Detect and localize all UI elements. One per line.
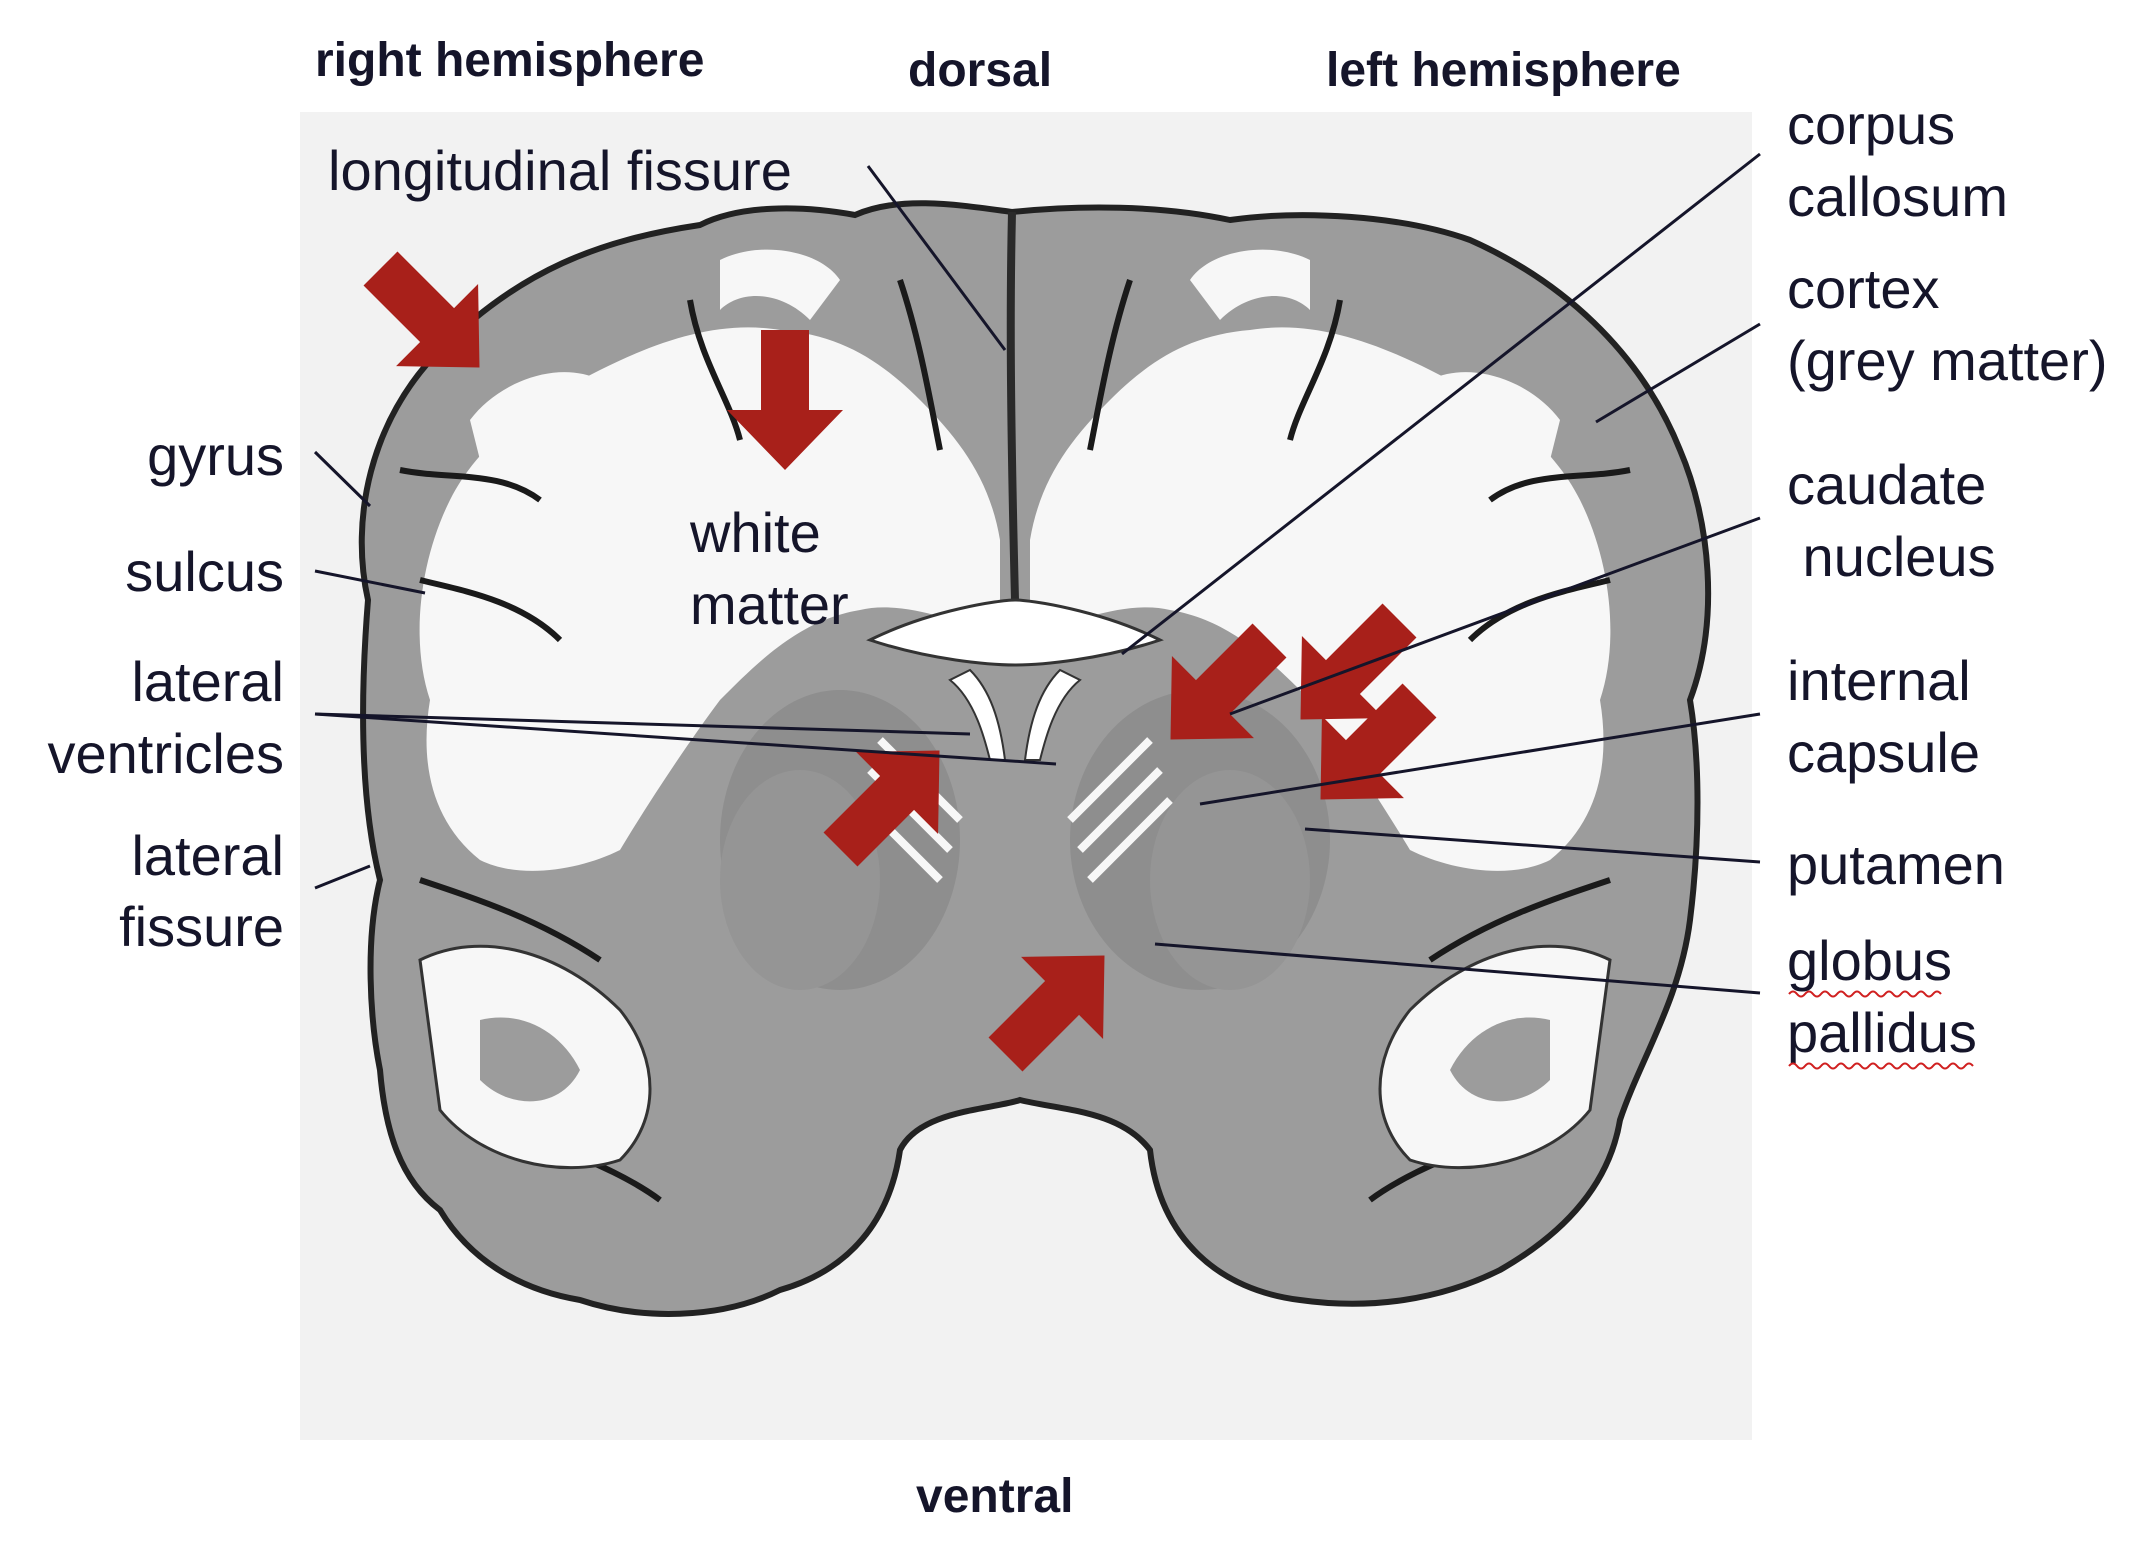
ventricle-left bbox=[1023, 668, 1082, 761]
sulcus-label: sulcus bbox=[125, 540, 284, 603]
leader-internal-capsule bbox=[1199, 712, 1761, 806]
arrow-internal-capsule bbox=[1320, 683, 1437, 800]
leader-longitudinal-fissure bbox=[866, 165, 1007, 351]
leader-lines bbox=[313, 152, 1761, 995]
caudate-nucleus-label-line1: caudate bbox=[1787, 453, 1986, 516]
lateral-fissure-label-line1: lateral bbox=[131, 824, 284, 887]
left-hemisphere-label: left hemisphere bbox=[1326, 44, 1681, 97]
white-matter-right bbox=[419, 327, 1000, 871]
globus-pallidus-label-line1: globus bbox=[1787, 929, 1952, 992]
corpus-callosum-shape bbox=[866, 598, 1164, 667]
white-matter-label-line2: matter bbox=[690, 573, 849, 636]
spellcheck-underline-globus bbox=[1788, 990, 1942, 998]
leader-lateral-fissure bbox=[314, 864, 371, 890]
right-hemisphere-label: right hemisphere bbox=[315, 34, 704, 87]
putamen-label: putamen bbox=[1787, 833, 2005, 896]
leader-lateral-ventricles-a bbox=[314, 712, 971, 736]
leader-putamen bbox=[1304, 827, 1761, 864]
gyrus-label: gyrus bbox=[147, 424, 284, 487]
internal-capsule-label-line2: capsule bbox=[1787, 721, 1980, 784]
fissure-midline bbox=[1006, 211, 1019, 601]
white-matter-label-line1: white bbox=[689, 501, 821, 564]
cortex-label-line2: (grey matter) bbox=[1787, 329, 2108, 392]
arrow-globus-pallidus bbox=[988, 955, 1105, 1072]
leader-sulcus bbox=[314, 569, 426, 595]
dorsal-label: dorsal bbox=[908, 44, 1052, 97]
leader-cortex bbox=[1595, 322, 1761, 424]
leader-caudate-nucleus bbox=[1229, 516, 1761, 716]
internal-capsule-label-line1: internal bbox=[1787, 649, 1971, 712]
globus-pallidus-label-line2: pallidus bbox=[1787, 1001, 1977, 1064]
lateral-fissure-label-line2: fissure bbox=[119, 895, 284, 958]
arrow-lateral-ventricles bbox=[823, 750, 940, 867]
arrow-cortex-topleft bbox=[363, 251, 480, 368]
leader-corpus-callosum bbox=[1121, 152, 1761, 656]
caudate-nucleus-label-line2: nucleus bbox=[1787, 525, 1996, 588]
lateral-ventricles-label-line1: lateral bbox=[131, 650, 284, 713]
arrow-corpus-callosum bbox=[1170, 623, 1287, 740]
arrow-caudate-nucleus bbox=[1300, 603, 1417, 720]
brain-slice bbox=[358, 200, 1712, 1317]
leader-globus-pallidus bbox=[1154, 942, 1761, 995]
spellcheck-underline-pallidus bbox=[1788, 1062, 1974, 1070]
lateral-ventricles-label-line2: ventricles bbox=[47, 722, 284, 785]
white-matter-left bbox=[1030, 327, 1611, 871]
cortex-label-line1: cortex bbox=[1787, 257, 1940, 320]
longitudinal-fissure-label: longitudinal fissure bbox=[328, 139, 792, 202]
arrow-white-matter bbox=[727, 330, 843, 470]
ventral-label: ventral bbox=[916, 1470, 1073, 1523]
corpus-callosum-label-line1: corpus bbox=[1787, 93, 1955, 156]
leader-gyrus bbox=[313, 450, 372, 508]
corpus-callosum-label-line2: callosum bbox=[1787, 165, 2008, 228]
leader-lateral-ventricles-b bbox=[314, 712, 1057, 766]
highlight-arrows bbox=[363, 251, 1437, 1072]
